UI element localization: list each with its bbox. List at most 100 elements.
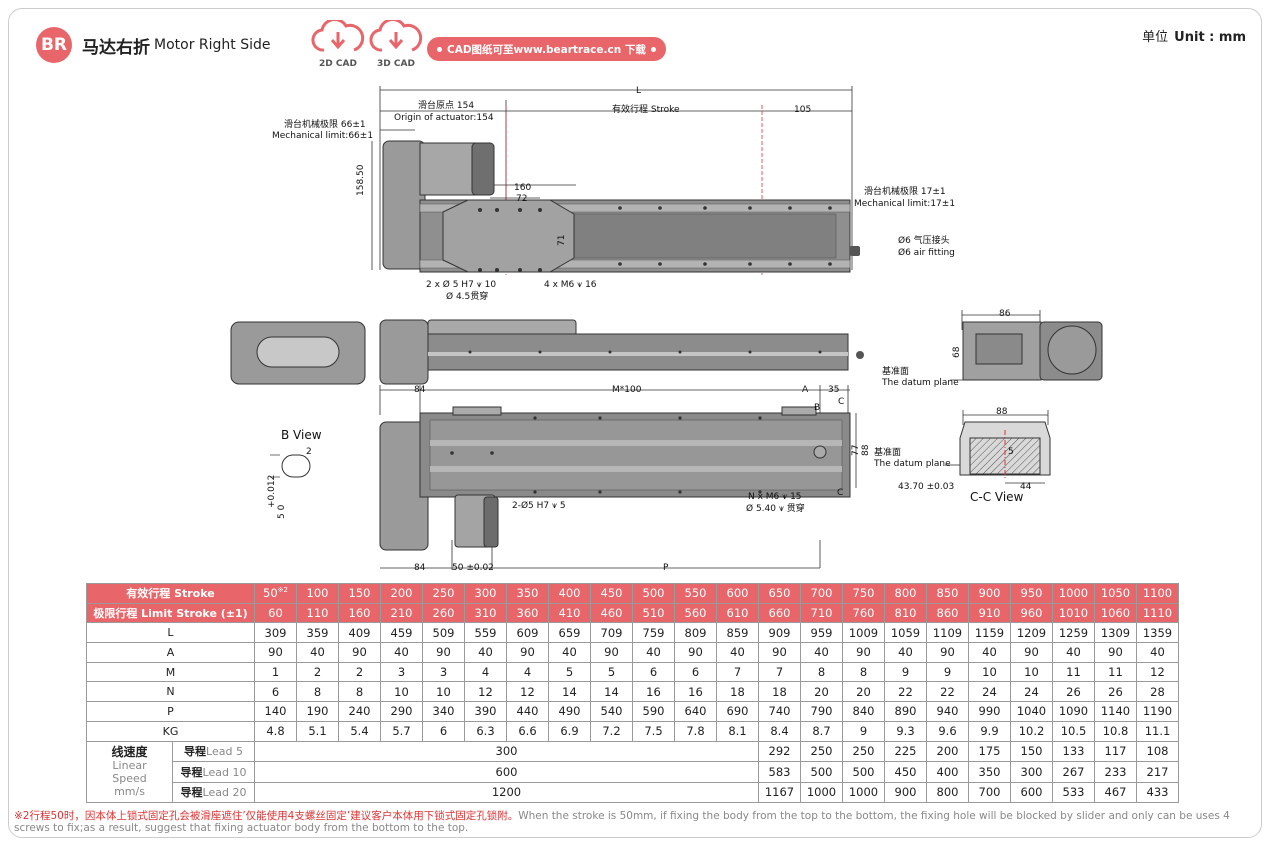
speed-cell: 250 — [842, 740, 885, 762]
table-cell: 7.2 — [590, 720, 633, 742]
lead-value: Lead 5 — [206, 745, 243, 759]
dim-2: 2 — [306, 447, 312, 457]
air-fitting-cn: Ø6 气压接头 — [898, 236, 950, 246]
table-cell: 5 — [548, 661, 591, 683]
dim-158-50: 158.50 — [356, 164, 366, 197]
limit-cell: 910 — [968, 602, 1011, 624]
dim-P: P — [663, 563, 669, 573]
table-cell: 7.8 — [674, 720, 717, 742]
table-cell: 90 — [842, 642, 885, 663]
table-cell: 40 — [296, 642, 339, 663]
limit-cell: 110 — [296, 602, 339, 624]
speed-cell: 1000 — [842, 781, 885, 803]
table-cell: 1359 — [1136, 622, 1179, 644]
header: BR 马达右折 Motor Right Side — [36, 27, 271, 63]
table-cell: 709 — [590, 622, 633, 644]
mech-left-cn: 滑台机械极限 66±1 — [284, 120, 366, 130]
cad-3d-button[interactable]: 3D CAD — [368, 18, 424, 69]
table-cell: 9 — [884, 661, 927, 683]
table-cell: 340 — [422, 701, 465, 722]
table-cell: 18 — [758, 681, 801, 703]
limit-cell: 1060 — [1094, 602, 1137, 624]
table-cell: 16 — [674, 681, 717, 703]
datum-1-cn: 基准面 — [882, 367, 910, 377]
hole-spec-3: 2-Ø5 H7 ⩛ 5 — [512, 501, 566, 511]
table-cell: 24 — [968, 681, 1011, 703]
speed-cell: 117 — [1094, 740, 1137, 762]
table-cell: 11 — [1052, 661, 1095, 683]
dim-5: 5 — [1008, 447, 1014, 457]
row-header: N — [86, 681, 255, 703]
table-cell: 90 — [1094, 642, 1137, 663]
mark-B: B — [814, 403, 821, 413]
table-cell: 640 — [674, 701, 717, 722]
speed-cell: 1000 — [800, 781, 843, 803]
hole-spec-1b: Ø 4.5贯穿 — [446, 292, 489, 302]
table-cell: 609 — [506, 622, 549, 644]
end-view — [950, 310, 1103, 381]
datum-1-en: The datum plane — [882, 378, 959, 388]
stroke-cell: 200 — [380, 583, 423, 604]
speed-cell: 217 — [1136, 761, 1179, 783]
table-cell: 10.8 — [1094, 720, 1137, 742]
stroke-cell: 900 — [968, 583, 1011, 604]
stroke-cell: 700 — [800, 583, 843, 604]
table-cell: 1 — [254, 661, 297, 683]
cad-download-text: CAD图纸可至www.beartrace.cn 下载 — [447, 43, 646, 56]
speed-cell: 500 — [842, 761, 885, 783]
table-cell: 10 — [968, 661, 1011, 683]
table-cell: 8 — [842, 661, 885, 683]
speed-cell: 300 — [1010, 761, 1053, 783]
table-cell: 5.4 — [338, 720, 381, 742]
table-cell: 309 — [254, 622, 297, 644]
stroke-cell: 650 — [758, 583, 801, 604]
stroke-dim: 有效行程 Stroke — [612, 105, 680, 115]
limit-cell: 510 — [632, 602, 675, 624]
table-cell: 1090 — [1052, 701, 1095, 722]
table-cell: 90 — [254, 642, 297, 663]
table-cell: 40 — [464, 642, 507, 663]
hole-spec-4b: Ø 5.40 ⩛ 贯穿 — [746, 504, 805, 514]
table-cell: 6 — [254, 681, 297, 703]
table-cell: 14 — [590, 681, 633, 703]
table-cell: 24 — [1010, 681, 1053, 703]
cad-2d-button[interactable]: 2D CAD — [310, 18, 366, 69]
speed-cell: 500 — [800, 761, 843, 783]
speed-cell: 533 — [1052, 781, 1095, 803]
speed-cell: 700 — [968, 781, 1011, 803]
stroke-cell: 800 — [884, 583, 927, 604]
speed-cell: 133 — [1052, 740, 1095, 762]
row-header: L — [86, 622, 255, 644]
table-cell: 40 — [548, 642, 591, 663]
dim-71: 71 — [557, 234, 567, 246]
limit-cell: 210 — [380, 602, 423, 624]
bullet-icon — [437, 46, 442, 52]
table-cell: 990 — [968, 701, 1011, 722]
table-cell: 509 — [422, 622, 465, 644]
table-cell: 4.8 — [254, 720, 297, 742]
table-cell: 4 — [506, 661, 549, 683]
table-cell: 390 — [464, 701, 507, 722]
cloud-download-icon — [311, 18, 365, 52]
table-cell: 1109 — [926, 622, 969, 644]
speed-cell: 108 — [1136, 740, 1179, 762]
limit-cell: 860 — [926, 602, 969, 624]
limit-cell: 260 — [422, 602, 465, 624]
stroke-cell: 950 — [1010, 583, 1053, 604]
footnote-mark: ※2 — [277, 586, 288, 595]
speed-cell: 583 — [758, 761, 801, 783]
table-cell: 8 — [296, 681, 339, 703]
speed-cell: 350 — [968, 761, 1011, 783]
dim-44: 44 — [1020, 482, 1032, 492]
table-cell: 6.9 — [548, 720, 591, 742]
b-view-shape — [270, 454, 311, 478]
table-cell: 22 — [884, 681, 927, 703]
cad-download-link[interactable]: CAD图纸可至www.beartrace.cn 下载 — [427, 37, 666, 61]
dim-160: 160 — [514, 183, 532, 193]
mark-C-bottom: C — [837, 488, 844, 498]
limit-cell: 960 — [1010, 602, 1053, 624]
